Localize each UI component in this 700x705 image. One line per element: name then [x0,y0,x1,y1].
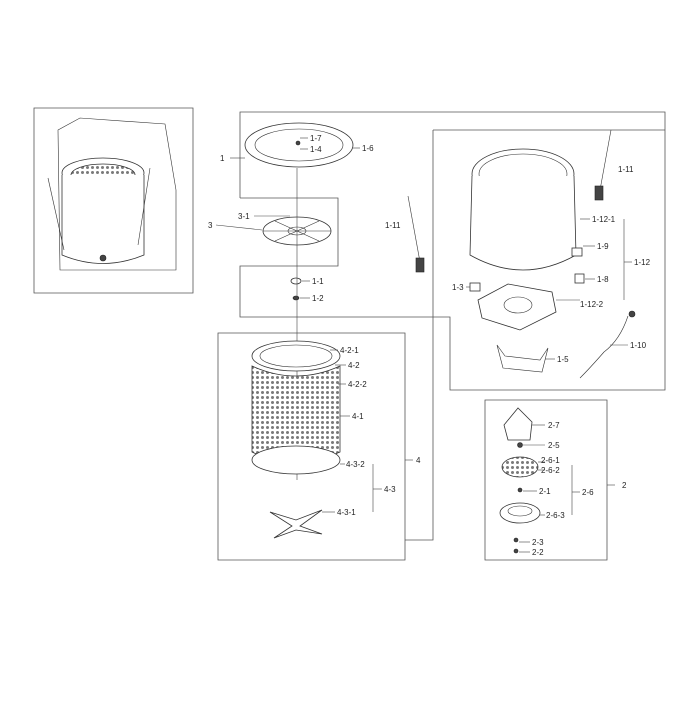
label-2-5: 2-5 [548,441,560,450]
label-1-2: 1-2 [312,294,324,303]
lid-ring-inner [254,128,344,162]
label-1-5: 1-5 [557,355,569,364]
washer-1-1 [290,277,302,285]
valve-1-9 [571,247,583,257]
label-2-6-2: 2-6-2 [541,466,560,475]
hanger-rod-1-11-damper [415,257,425,273]
label-3-1: 3-1 [238,212,250,221]
rotor-stator-2-6-1 [501,456,539,478]
label-1-3: 1-3 [452,283,464,292]
label-2-6: 2-6 [582,488,594,497]
rotor-2-6-3-inner [507,505,533,517]
group-4-parts [251,340,341,539]
harness-1-10 [579,315,629,379]
label-1-12-1: 1-12-1 [592,215,616,224]
overview-assembly [47,117,177,271]
overview-cabinet [57,117,177,271]
label-3: 3 [208,221,213,230]
label-2-6-3: 2-6-3 [546,511,565,520]
tub-base-hub [503,296,533,314]
group-2-frame [484,399,608,561]
lid-screw [295,140,301,146]
group-2-parts [499,407,541,554]
bolt-2-1 [517,487,523,493]
label-1-11-right: 1-11 [618,165,634,174]
overview-tub-body [61,175,145,264]
basket-bottom [251,445,341,475]
label-1-10: 1-10 [630,341,647,350]
leader-lines [215,137,632,553]
overview-frame [33,107,194,294]
washer-1-2 [292,295,300,301]
group-1-inner-left [405,130,434,541]
overview-rod-right [137,167,151,246]
label-1-1: 1-1 [312,277,324,286]
label-1-11-left: 1-11 [385,221,401,230]
clutch-2-7 [503,407,533,441]
label-4-1: 4-1 [352,412,364,421]
label-4-3-1: 4-3-1 [337,508,356,517]
label-2-6-1: 2-6-1 [541,456,560,465]
bolt-2-5 [517,442,523,448]
label-1-8: 1-8 [597,275,609,284]
overview-bolt [99,254,107,262]
flange-4-3-1 [269,509,323,539]
outer-tub-body [469,175,577,271]
hanger-rod-1-11b-damper [594,185,604,201]
part-labels: 1 1-7 1-4 1-6 3 3-1 1-11 1-1 1-2 1-11 1-… [208,134,651,557]
label-2-7: 2-7 [548,421,560,430]
washer-2-3 [513,537,519,543]
label-4-2: 4-2 [348,361,360,370]
label-2-3: 2-3 [532,538,544,547]
tub-base-1-12-2 [477,283,557,331]
nut-2-2 [513,548,519,554]
label-1-9: 1-9 [597,242,609,251]
label-1-12-2: 1-12-2 [580,300,604,309]
group-4-frame [217,332,406,561]
hanger-rod-1-11 [407,195,421,263]
clamp-1-3 [469,282,481,292]
leader-3 [215,224,263,231]
assembly-frames [33,107,666,561]
label-4-2-2: 4-2-2 [348,380,367,389]
overview-rod-left [47,177,65,251]
label-4: 4 [416,456,421,465]
label-1: 1 [220,154,225,163]
label-1-4: 1-4 [310,145,322,154]
group-1-parts [244,122,636,480]
basket-balancer-ring [251,340,341,372]
label-1-6: 1-6 [362,144,374,153]
label-1-7: 1-7 [310,134,322,143]
label-4-2-1: 4-2-1 [340,346,359,355]
harness-plug [628,310,636,318]
label-1-12: 1-12 [634,258,651,267]
label-2: 2 [622,481,627,490]
group-1-frame [239,111,666,391]
hanger-rod-1-11b [599,129,612,191]
label-4-3: 4-3 [384,485,396,494]
bracket-1-5 [496,344,549,373]
sensor-1-8 [574,273,585,284]
label-4-3-2: 4-3-2 [346,460,365,469]
label-2-2: 2-2 [532,548,544,557]
label-2-1: 2-1 [539,487,551,496]
basket-balancer-inner [259,344,333,368]
